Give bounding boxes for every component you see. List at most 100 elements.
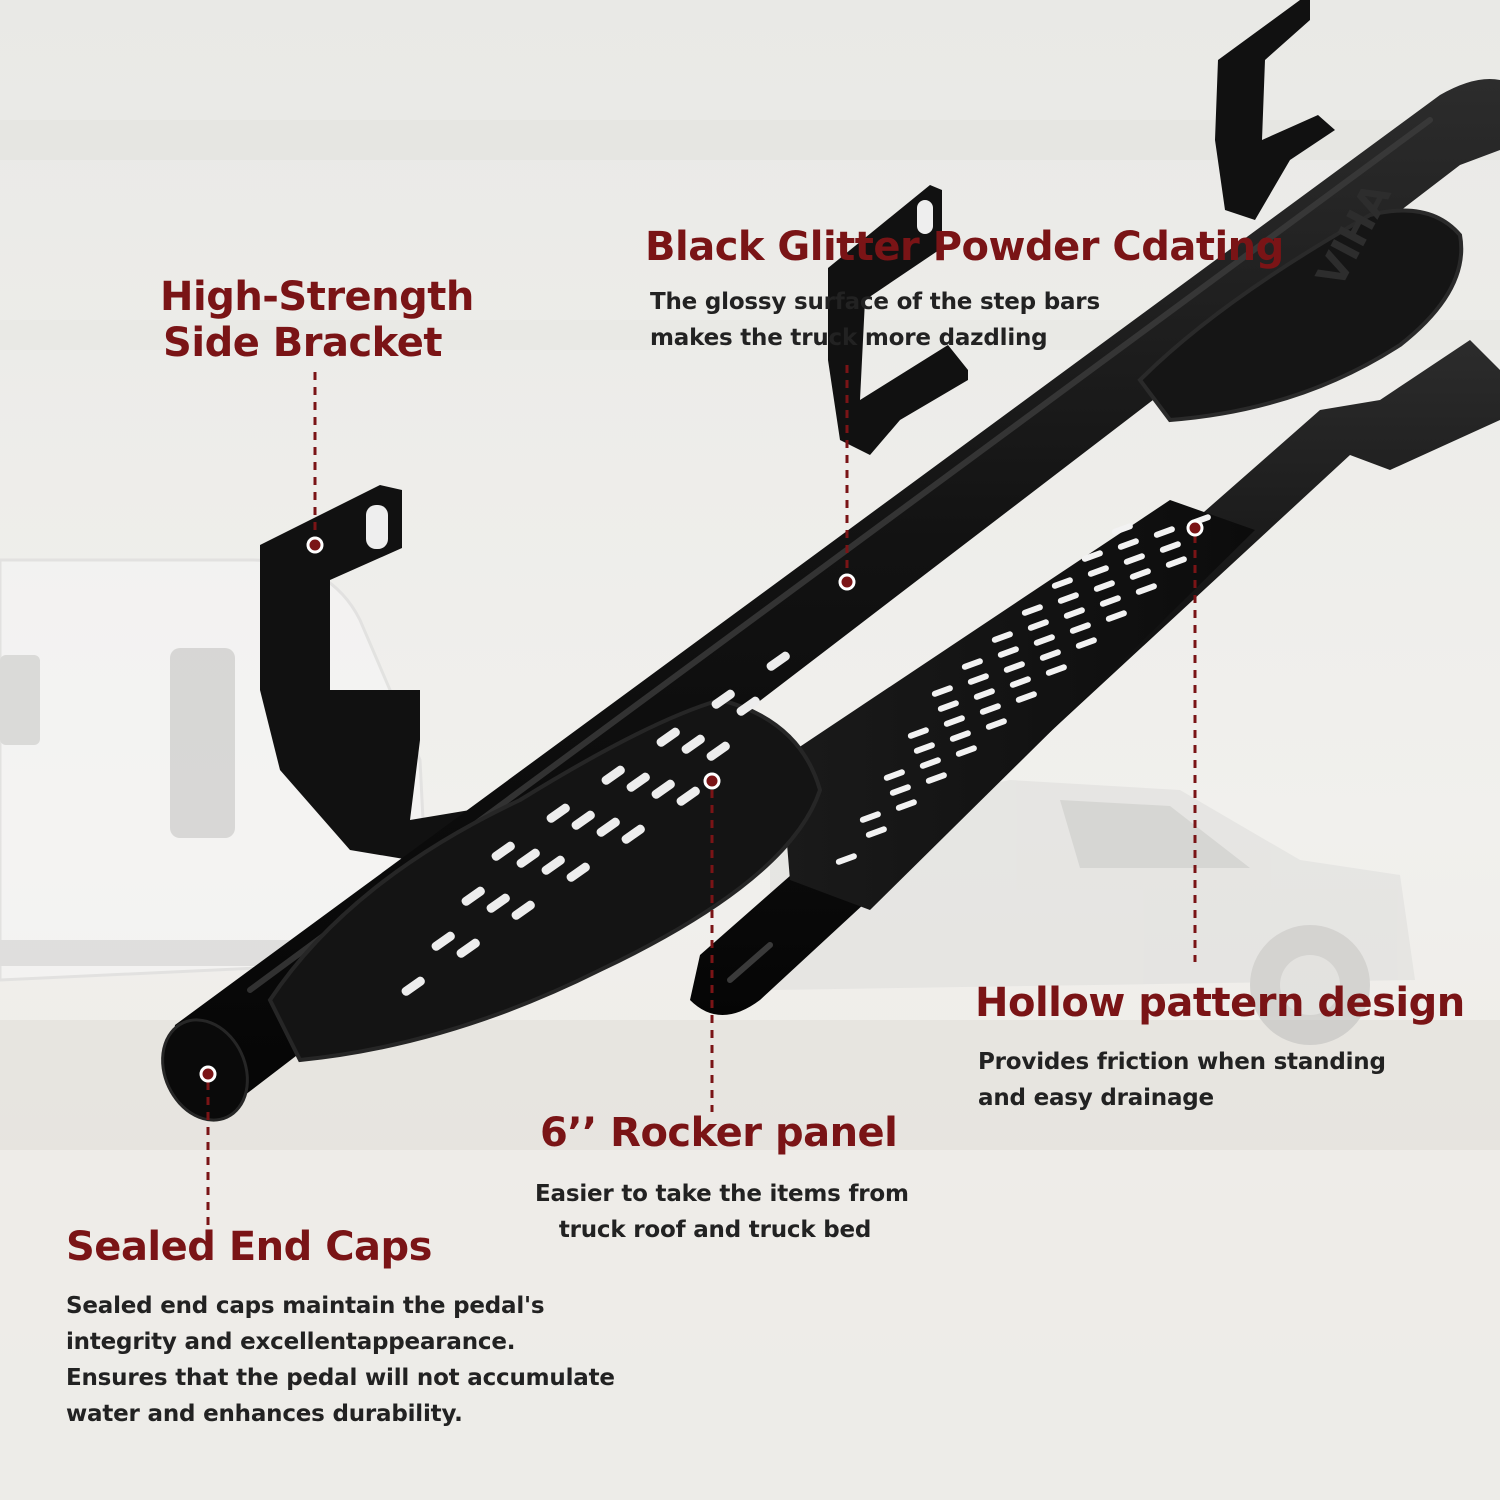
pad-slot [601, 765, 625, 785]
callout-lines [206, 365, 1197, 1225]
drainage-slot [967, 673, 989, 685]
pad-slot [511, 900, 535, 920]
drainage-slot [1027, 619, 1049, 631]
drainage-slot [1117, 538, 1139, 550]
drainage-slot [907, 727, 929, 739]
callout-dots [199, 519, 1204, 1083]
drainage-slot [1099, 595, 1121, 607]
pad-slot [541, 855, 565, 875]
drainage-slot [1063, 607, 1085, 619]
callout-dot-icon [199, 1065, 217, 1083]
drainage-slot [889, 784, 911, 796]
drainage-slot [931, 685, 953, 697]
drainage-slot [1105, 610, 1127, 622]
drainage-slot [1165, 556, 1187, 568]
pad-slot [401, 976, 425, 996]
pad-slot [461, 886, 485, 906]
pad-slot [621, 824, 645, 844]
coating-description: The glossy surface of the step bars make… [650, 284, 1100, 356]
rocker-description: Easier to take the items from truck roof… [535, 1176, 909, 1248]
pad-slot [491, 841, 515, 861]
caps-desc-line-4: water and enhances durability. [66, 1401, 463, 1427]
caps-description: Sealed end caps maintain the pedal's int… [66, 1288, 615, 1432]
hollow-desc-line-1: Provides friction when standing [978, 1049, 1386, 1075]
hollow-desc-line-2: and easy drainage [978, 1085, 1214, 1111]
drainage-slot [937, 700, 959, 712]
drainage-slot [1123, 553, 1145, 565]
pad-slot [431, 931, 455, 951]
pad-slot [546, 803, 570, 823]
drainage-slot [1021, 604, 1043, 616]
drainage-slot [1111, 523, 1133, 535]
pad-slot [656, 727, 680, 747]
drainage-slot [1045, 664, 1067, 676]
pad-slot [486, 893, 510, 913]
drainage-slot [865, 826, 887, 838]
drainage-slot [1003, 661, 1025, 673]
drainage-slot [1033, 634, 1055, 646]
drainage-slot [859, 811, 881, 823]
drainage-slot [997, 646, 1019, 658]
drainage-slot [1051, 577, 1073, 589]
drainage-slot [943, 715, 965, 727]
caps-desc-line-1: Sealed end caps maintain the pedal's [66, 1293, 545, 1319]
pad-slot [626, 772, 650, 792]
pad-slot [596, 817, 620, 837]
coating-desc-line-2: makes the truck more dazdling [650, 325, 1048, 351]
center-step-plate [780, 500, 1255, 910]
pad-slot [456, 938, 480, 958]
rocker-desc-line-1: Easier to take the items from [535, 1181, 909, 1207]
drainage-slot [949, 730, 971, 742]
hollow-description: Provides friction when standing and easy… [978, 1044, 1386, 1116]
drainage-slot [979, 703, 1001, 715]
caps-title: Sealed End Caps [66, 1224, 432, 1270]
bracket-title: High-Strength Side Bracket [160, 274, 474, 366]
drainage-slot [925, 772, 947, 784]
drainage-slot [1093, 580, 1115, 592]
front-step-pad [267, 651, 823, 1063]
caps-desc-line-2: integrity and excellentappearance. [66, 1329, 516, 1355]
pad-slot [711, 689, 735, 709]
pad-slot [676, 786, 700, 806]
drainage-slot [955, 745, 977, 757]
drainage-slot [913, 742, 935, 754]
drainage-slot [1039, 649, 1061, 661]
drainage-slot [973, 688, 995, 700]
rocker-title: 6’’ Rocker panel [540, 1110, 898, 1156]
mounting-brackets [260, 0, 1335, 860]
rear-step-pad: VIHA [1137, 176, 1464, 423]
pad-slot [681, 734, 705, 754]
callout-dot-icon [838, 573, 856, 591]
pad-slot [766, 651, 790, 671]
pad-slot [706, 741, 730, 761]
drainage-slot [991, 631, 1013, 643]
drainage-slot [985, 718, 1007, 730]
drainage-slot [1153, 526, 1175, 538]
rocker-desc-line-2: truck roof and truck bed [558, 1217, 872, 1243]
drainage-slot [961, 658, 983, 670]
drainage-slot [1081, 550, 1103, 562]
pad-slot [736, 696, 760, 716]
pad-slot [516, 848, 540, 868]
drainage-slot [1057, 592, 1079, 604]
drainage-slot [1075, 637, 1097, 649]
drainage-slot [1087, 565, 1109, 577]
coating-desc-line-1: The glossy surface of the step bars [650, 289, 1100, 315]
pad-slot [651, 779, 675, 799]
drainage-slot [1009, 676, 1031, 688]
callout-dot-icon [1186, 519, 1204, 537]
bracket-title-line-1: High-Strength [160, 274, 474, 320]
drainage-slot [883, 769, 905, 781]
pad-slot [571, 810, 595, 830]
drainage-slot [835, 853, 857, 865]
callout-dot-icon [306, 536, 324, 554]
bracket-title-line-2: Side Bracket [163, 320, 442, 366]
drainage-slot [1135, 583, 1157, 595]
drainage-slot [1129, 568, 1151, 580]
drainage-slot [895, 799, 917, 811]
callout-dot-icon [703, 772, 721, 790]
caps-desc-line-3: Ensures that the pedal will not accumula… [66, 1365, 615, 1391]
drainage-slot [1015, 691, 1037, 703]
